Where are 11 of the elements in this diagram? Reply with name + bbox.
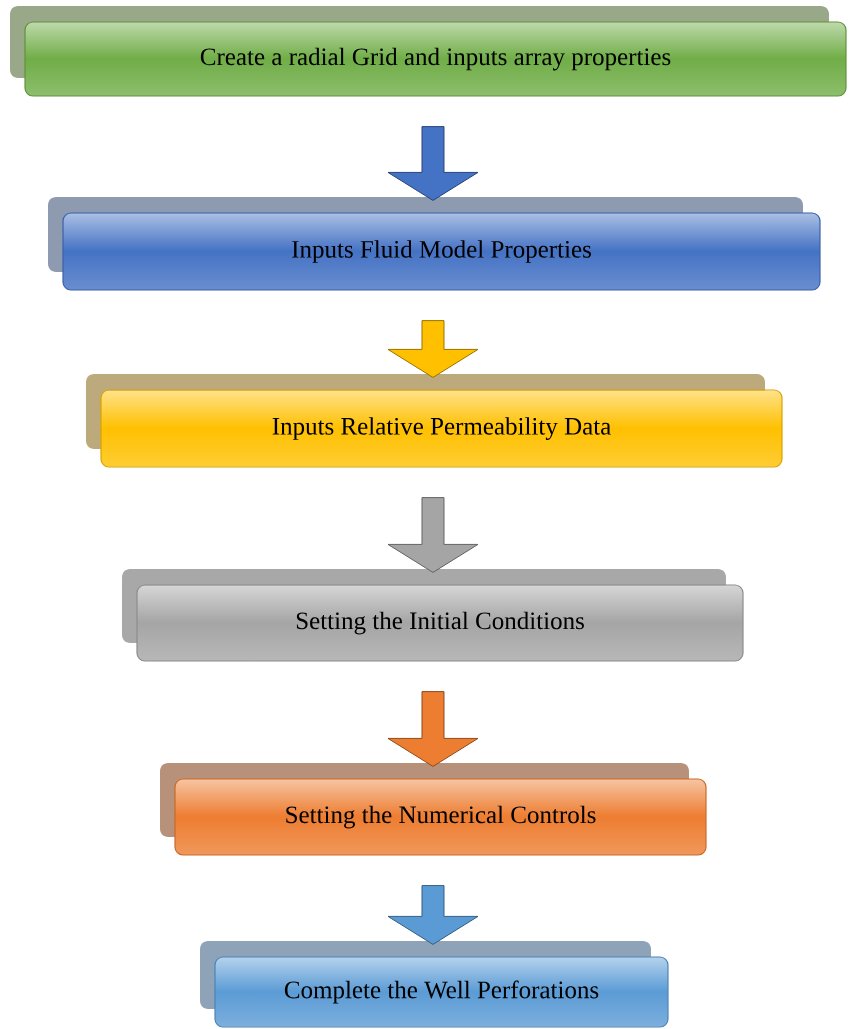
process-box: Setting the Numerical Controls: [160, 763, 707, 856]
block-arrow: [387, 691, 479, 767]
process-box: Complete the Well Perforations: [200, 941, 669, 1028]
process-box: Create a radial Grid and inputs array properties: [10, 6, 847, 97]
process-box: Setting the Initial Conditions: [122, 569, 744, 662]
block-arrow: [387, 885, 479, 945]
block-arrow: [387, 320, 479, 378]
block-arrow: [387, 126, 479, 201]
block-arrow: [387, 497, 479, 573]
process-box: Inputs Relative Permeability Data: [86, 374, 783, 468]
process-box: Inputs Fluid Model Properties: [48, 197, 821, 291]
